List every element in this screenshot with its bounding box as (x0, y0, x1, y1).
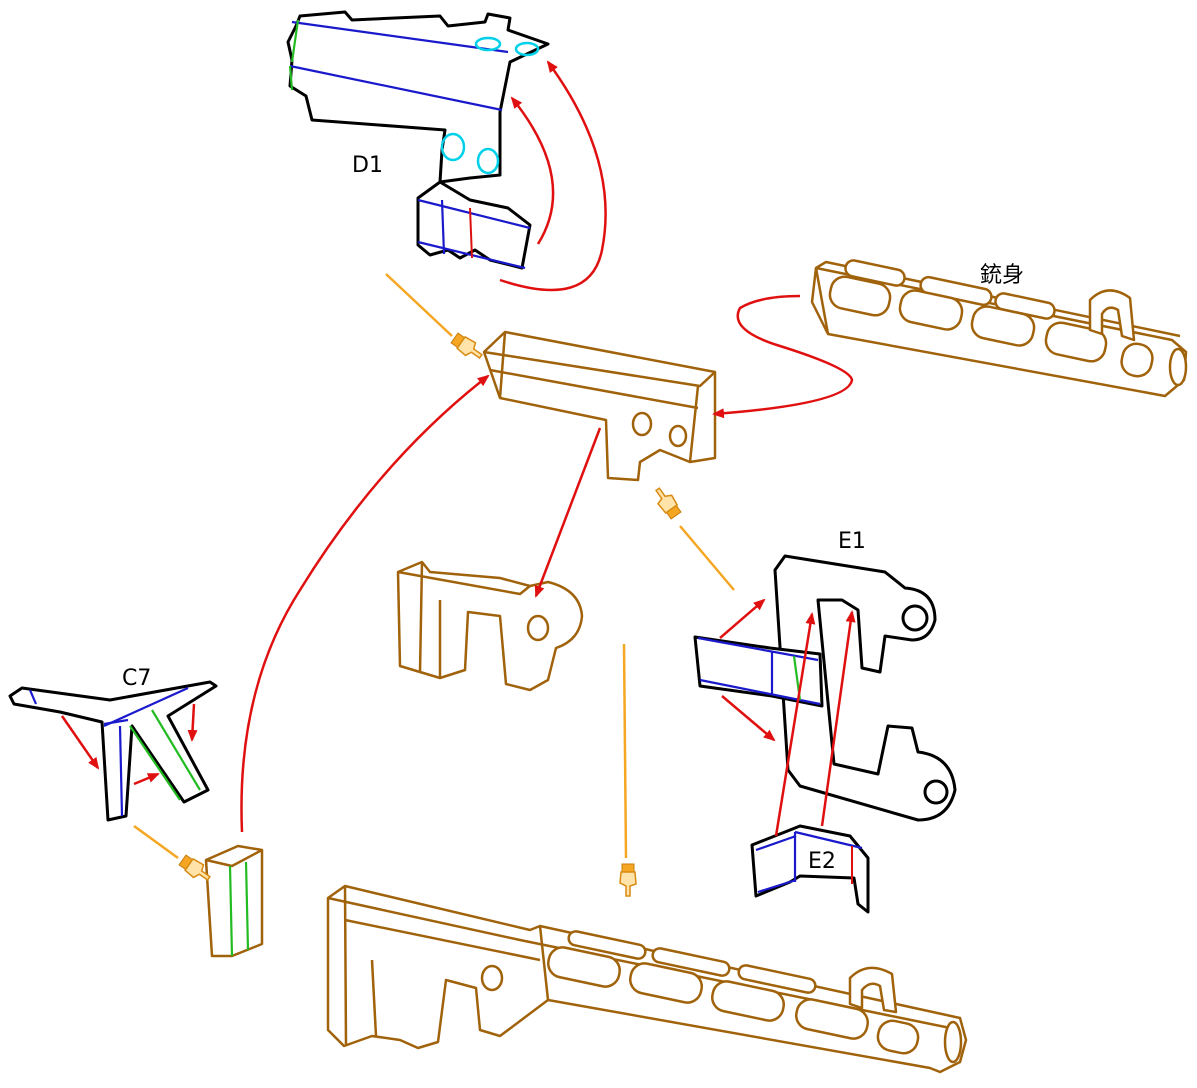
grip-block-part (204, 844, 264, 958)
trigger-housing-part (396, 560, 584, 692)
label-d1: D1 (352, 153, 383, 178)
label-c7: C7 (122, 666, 151, 691)
barrel-part: 銃身 (810, 259, 1188, 398)
c7-part: C7 (8, 666, 218, 822)
receiver-part (482, 330, 717, 482)
label-e1: E1 (838, 529, 866, 554)
e2-part: E2 (750, 824, 870, 914)
pointing-hand-icon (650, 483, 684, 521)
pointing-hand-icon (619, 863, 637, 897)
d1-part: D1 (286, 10, 550, 270)
label-barrel: 銃身 (980, 263, 1024, 288)
pointing-hand-icon (449, 330, 487, 364)
label-e2: E2 (808, 849, 836, 874)
e1-part: E1 (693, 529, 957, 822)
assembled-gun-part (326, 884, 968, 1074)
attach-pointers (133, 273, 735, 897)
flow-arrows (60, 60, 856, 837)
